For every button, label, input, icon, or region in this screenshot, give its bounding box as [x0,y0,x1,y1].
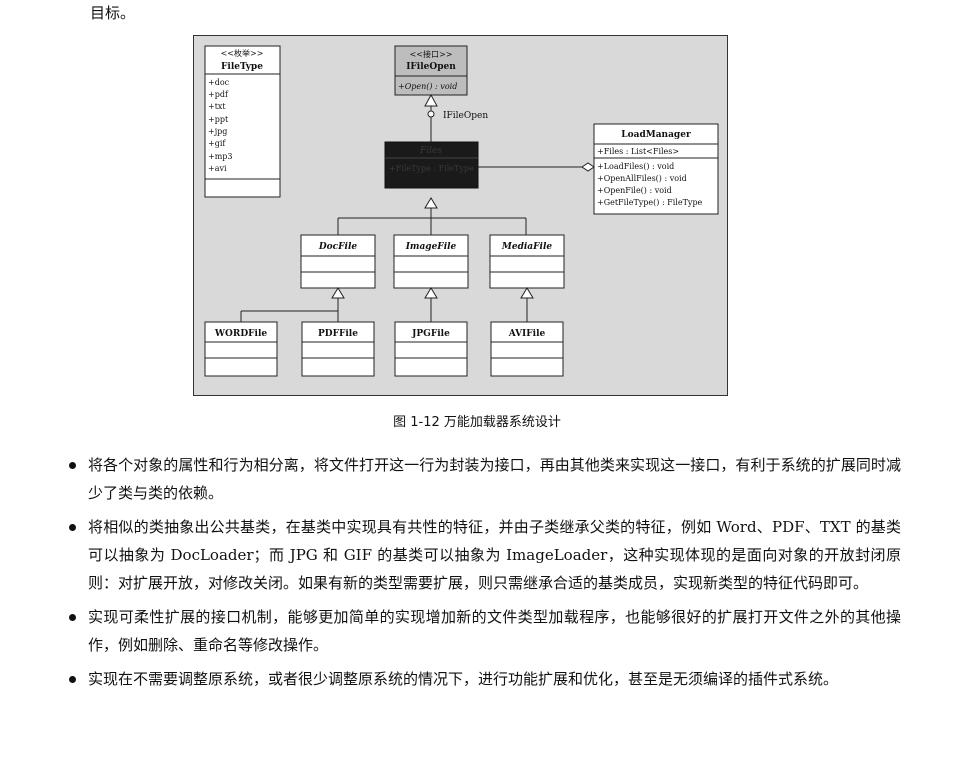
bullet-dot-icon [69,524,76,531]
enum-item: +doc [208,78,230,87]
lollipop-icon [427,110,435,118]
class-box-jpgfile: JPGFile [394,321,468,377]
bullet-dot-icon [69,462,76,469]
enum-stereotype: <<枚举>> [221,48,264,58]
loadmanager-name: LoadManager [621,130,691,140]
bullet-list: 将各个对象的属性和行为相分离，将文件打开这一行为封装为接口，再由其他类来实现这一… [66,451,901,699]
loadmanager-method: +LoadFiles() : void [597,162,674,171]
class-box-docfile: DocFile [300,234,376,289]
inheritance-arrow [520,287,534,299]
enum-item: +ppt [208,115,229,124]
files-name: Files [419,146,442,156]
bullet-dot-icon [69,614,76,621]
class-box-avifile: AVIFile [490,321,564,377]
inheritance-arrow [424,287,438,299]
uml-class-diagram: <<枚举>> FileType +doc +pdf +txt +ppt +jpg… [193,35,728,396]
class-name: AVIFile [508,329,546,339]
files-attr: +FileType : FileType [389,164,474,173]
class-box-pdffile: PDFFile [301,321,375,377]
enum-item: +jpg [208,127,227,136]
bullet-text: 实现可柔性扩展的接口机制，能够更加简单的实现增加新的文件类型加载程序，也能够很好… [88,608,901,654]
loadmanager-method: +OpenAllFiles() : void [597,174,687,183]
class-box-wordfile: WORDFile [204,321,278,377]
top-text-fragment: 目标。 [90,4,136,22]
class-name: WORDFile [214,329,267,339]
enum-item: +gif [208,139,226,148]
figure-caption: 图 1-12 万能加载器系统设计 [393,415,561,430]
aggregation-diamond [581,162,595,172]
realization-arrow [424,93,438,107]
inheritance-arrow [424,197,438,209]
class-name: ImageFile [405,242,457,252]
bullet-item: 实现在不需要调整原系统，或者很少调整原系统的情况下，进行功能扩展和优化，甚至是无… [66,665,901,693]
enum-item: +txt [208,102,226,111]
interface-box-ifileopen: <<接口>> IFileOpen +Open() : void [394,45,468,96]
enum-box-filetype: <<枚举>> FileType +doc +pdf +txt +ppt +jpg… [204,45,281,198]
bullet-item: 实现可柔性扩展的接口机制，能够更加简单的实现增加新的文件类型加载程序，也能够很好… [66,603,901,659]
enum-item: +avi [208,164,227,173]
enum-item: +mp3 [208,152,233,161]
bullet-text: 实现在不需要调整原系统，或者很少调整原系统的情况下，进行功能扩展和优化，甚至是无… [88,670,839,688]
interface-method: +Open() : void [398,82,457,91]
class-box-imagefile: ImageFile [393,234,469,289]
enum-name: FileType [221,62,263,72]
bullet-item: 将各个对象的属性和行为相分离，将文件打开这一行为封装为接口，再由其他类来实现这一… [66,451,901,507]
loadmanager-method: +OpenFile() : void [597,186,672,195]
bullet-text: 将各个对象的属性和行为相分离，将文件打开这一行为封装为接口，再由其他类来实现这一… [88,456,901,502]
interface-label: IFileOpen [443,111,488,121]
bullet-dot-icon [69,676,76,683]
interface-stereotype: <<接口>> [410,49,453,59]
class-name: PDFFile [318,329,358,339]
class-name: DocFile [318,242,358,252]
bullet-item: 将相似的类抽象出公共基类，在基类中实现具有共性的特征，并由子类继承父类的特征，例… [66,513,901,597]
class-box-files: Files +FileType : FileType [384,141,479,189]
loadmanager-method: +GetFileType() : FileType [597,198,703,207]
class-name: JPGFile [411,329,450,339]
inheritance-arrow [331,287,345,299]
class-box-loadmanager: LoadManager +Files : List<Files> +LoadFi… [593,123,719,215]
enum-item: +pdf [208,90,229,99]
interface-name: IFileOpen [406,62,456,72]
loadmanager-attr: +Files : List<Files> [597,147,679,156]
class-box-mediafile: MediaFile [489,234,565,289]
class-name: MediaFile [501,242,552,252]
bullet-text: 将相似的类抽象出公共基类，在基类中实现具有共性的特征，并由子类继承父类的特征，例… [88,518,901,592]
